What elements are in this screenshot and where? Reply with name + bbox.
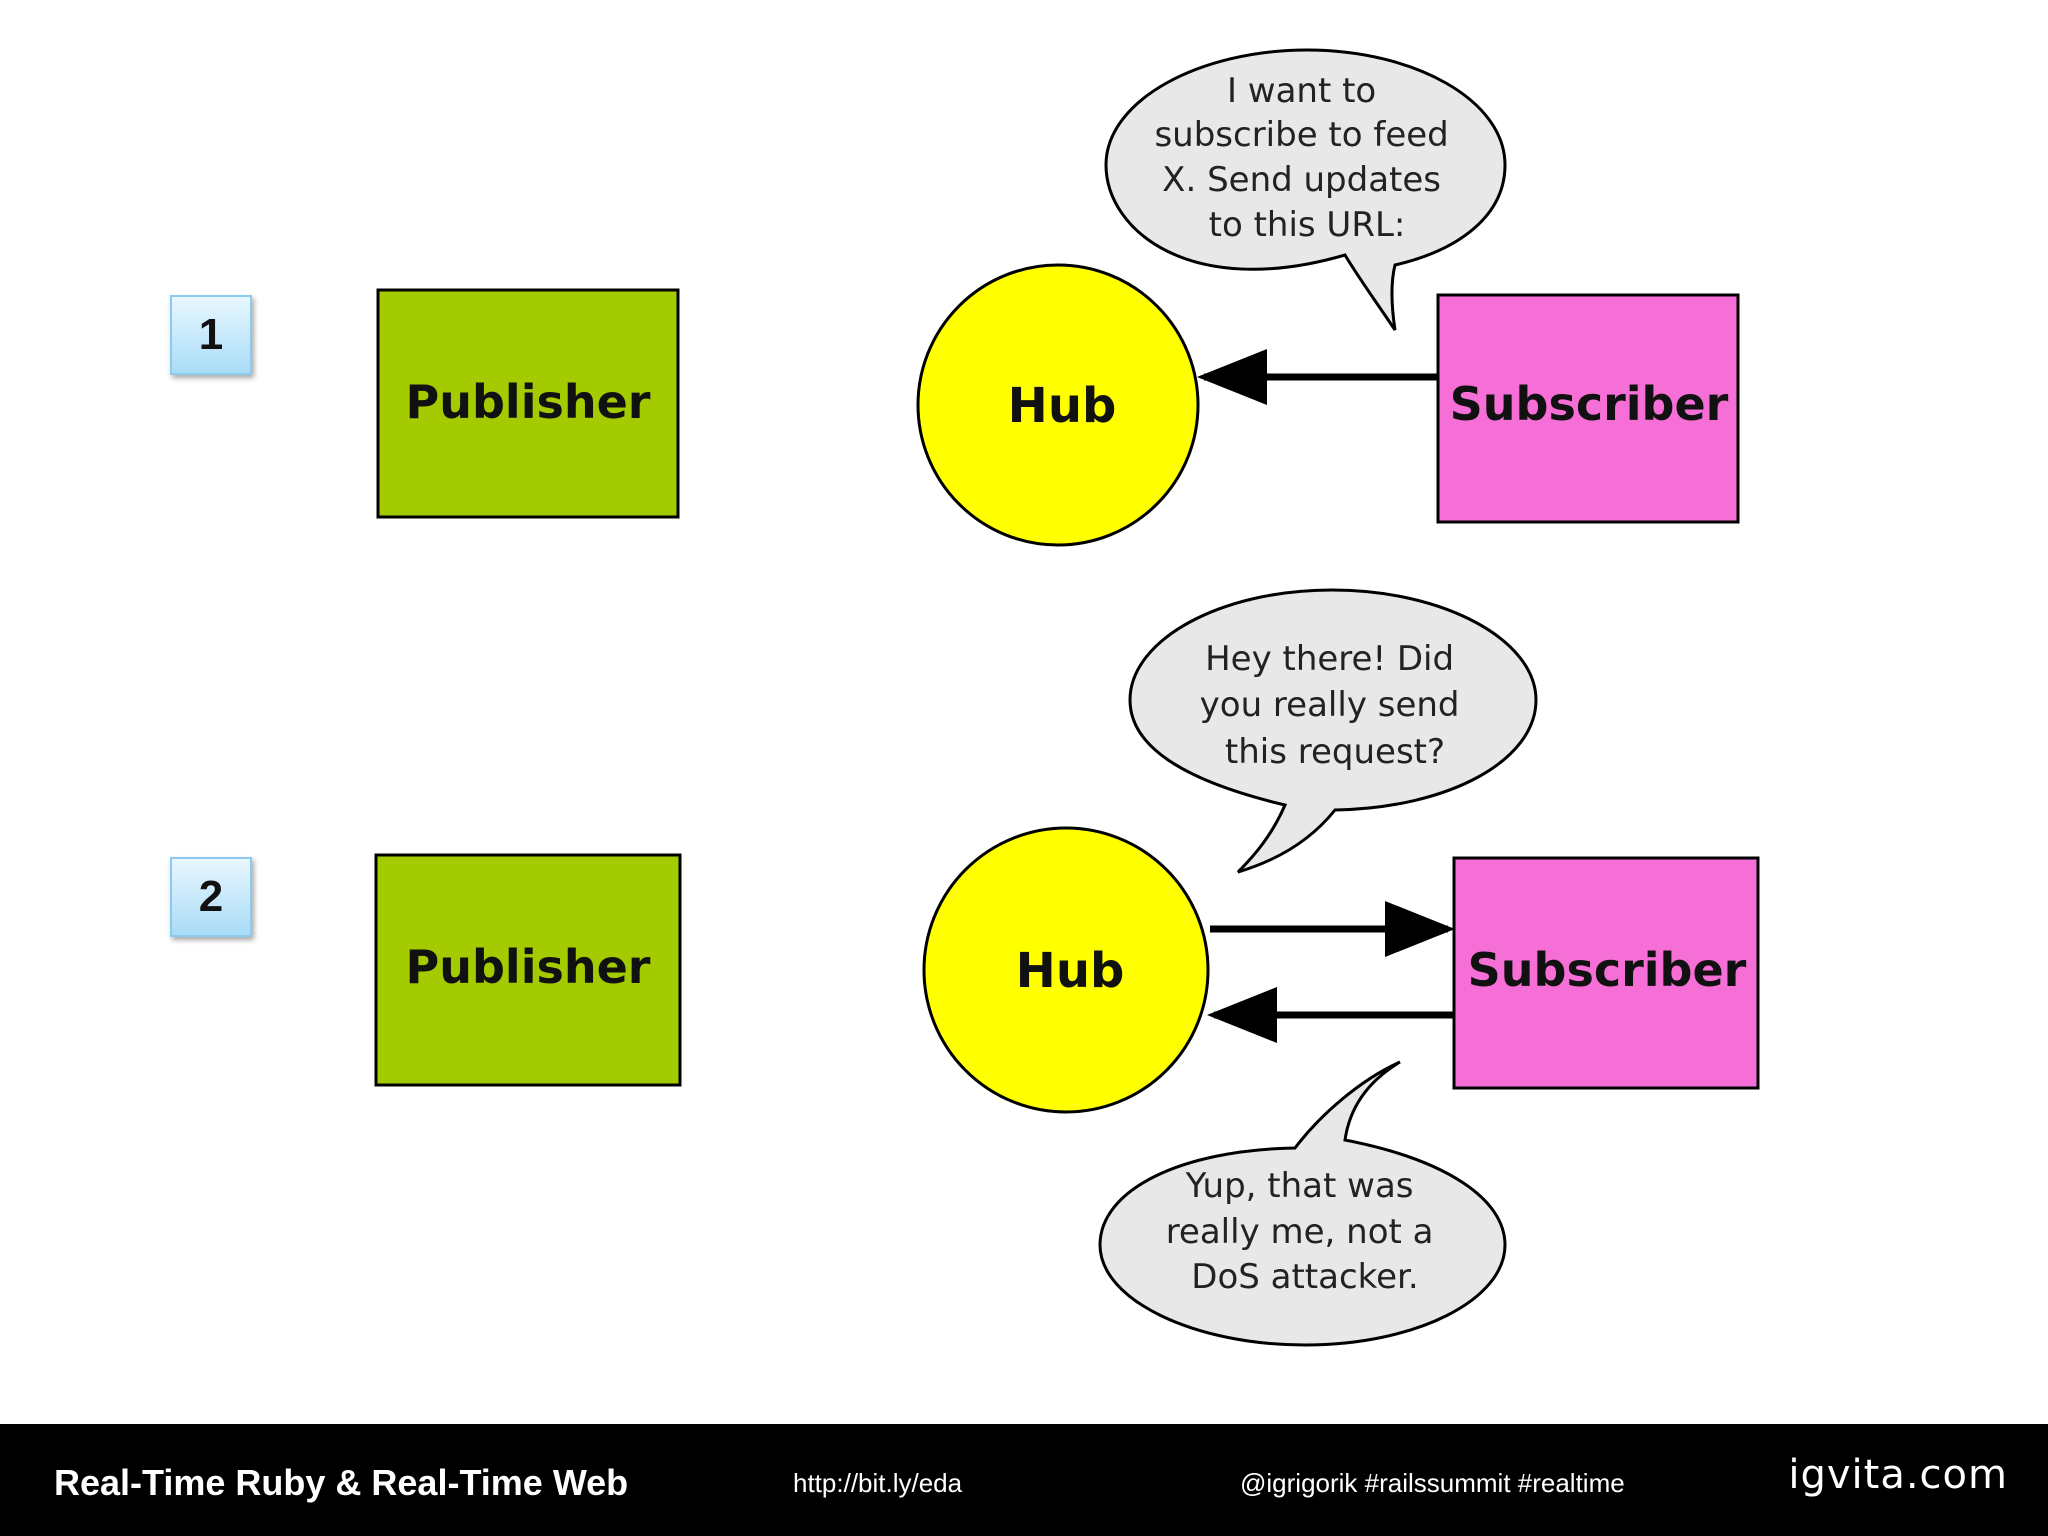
bubble-2-line-2: you really send	[1200, 685, 1460, 725]
bubble-subscriber-2-text: Yup, that was really me, not a DoS attac…	[1166, 1166, 1445, 1297]
step-1: Publisher Hub Subscriber I want to subsc…	[376, 48, 1740, 547]
bubble-1-line-4: to this URL:	[1209, 205, 1406, 245]
footer-hashtags: @igrigorik #railssummit #realtime	[1240, 1468, 1625, 1498]
hub-circle-1	[916, 263, 1200, 547]
speech-bubble-hub-2	[1128, 588, 1538, 874]
publisher-label-1: Publisher	[406, 375, 651, 429]
step-badge-1: 1	[170, 295, 252, 375]
bubble-1-line-1: I want to	[1227, 71, 1376, 111]
speech-bubble-subscriber-1-shape	[1104, 48, 1507, 331]
bubble-subscriber-1-text: I want to subscribe to feed X. Send upda…	[1154, 71, 1459, 245]
bubble-hub-2-text: Hey there! Did you really send this requ…	[1200, 639, 1471, 772]
step-badge-2: 2	[170, 857, 252, 937]
publisher-box-2	[374, 853, 682, 1087]
hub-label-2: Hub	[1016, 943, 1125, 999]
publisher-label-2: Publisher	[406, 940, 651, 994]
hub-label-1: Hub	[1008, 378, 1117, 434]
bubble-1-line-3: X. Send updates	[1162, 160, 1441, 200]
hub-circle-2	[922, 826, 1210, 1114]
speech-bubble-subscriber-2	[1098, 1060, 1507, 1347]
subscriber-box-2	[1452, 856, 1760, 1090]
bubble-3-line-3: DoS attacker.	[1191, 1257, 1418, 1297]
bubble-2-line-3: this request?	[1225, 732, 1445, 772]
step-2: Publisher Hub Subscriber Hey there! Did …	[374, 588, 1760, 1347]
pubsub-diagram: Publisher Hub Subscriber I want to subsc…	[374, 48, 1760, 1347]
bubble-1-line-2: subscribe to feed	[1154, 115, 1448, 155]
bubble-3-line-2: really me, not a	[1166, 1212, 1434, 1252]
footer-title: Real-Time Ruby & Real-Time Web	[54, 1462, 629, 1503]
subscriber-box-1	[1436, 293, 1740, 524]
subscriber-label-1: Subscriber	[1450, 377, 1729, 431]
bubble-2-line-1: Hey there! Did	[1205, 639, 1454, 679]
publisher-box-1	[376, 288, 680, 519]
bubble-3-line-1: Yup, that was	[1185, 1166, 1414, 1206]
footer-link[interactable]: http://bit.ly/eda	[793, 1468, 963, 1498]
footer-bar: Real-Time Ruby & Real-Time Web http://bi…	[0, 1424, 2048, 1536]
footer-logo: igvita.com	[1788, 1452, 2008, 1498]
subscriber-label-2: Subscriber	[1468, 943, 1747, 997]
